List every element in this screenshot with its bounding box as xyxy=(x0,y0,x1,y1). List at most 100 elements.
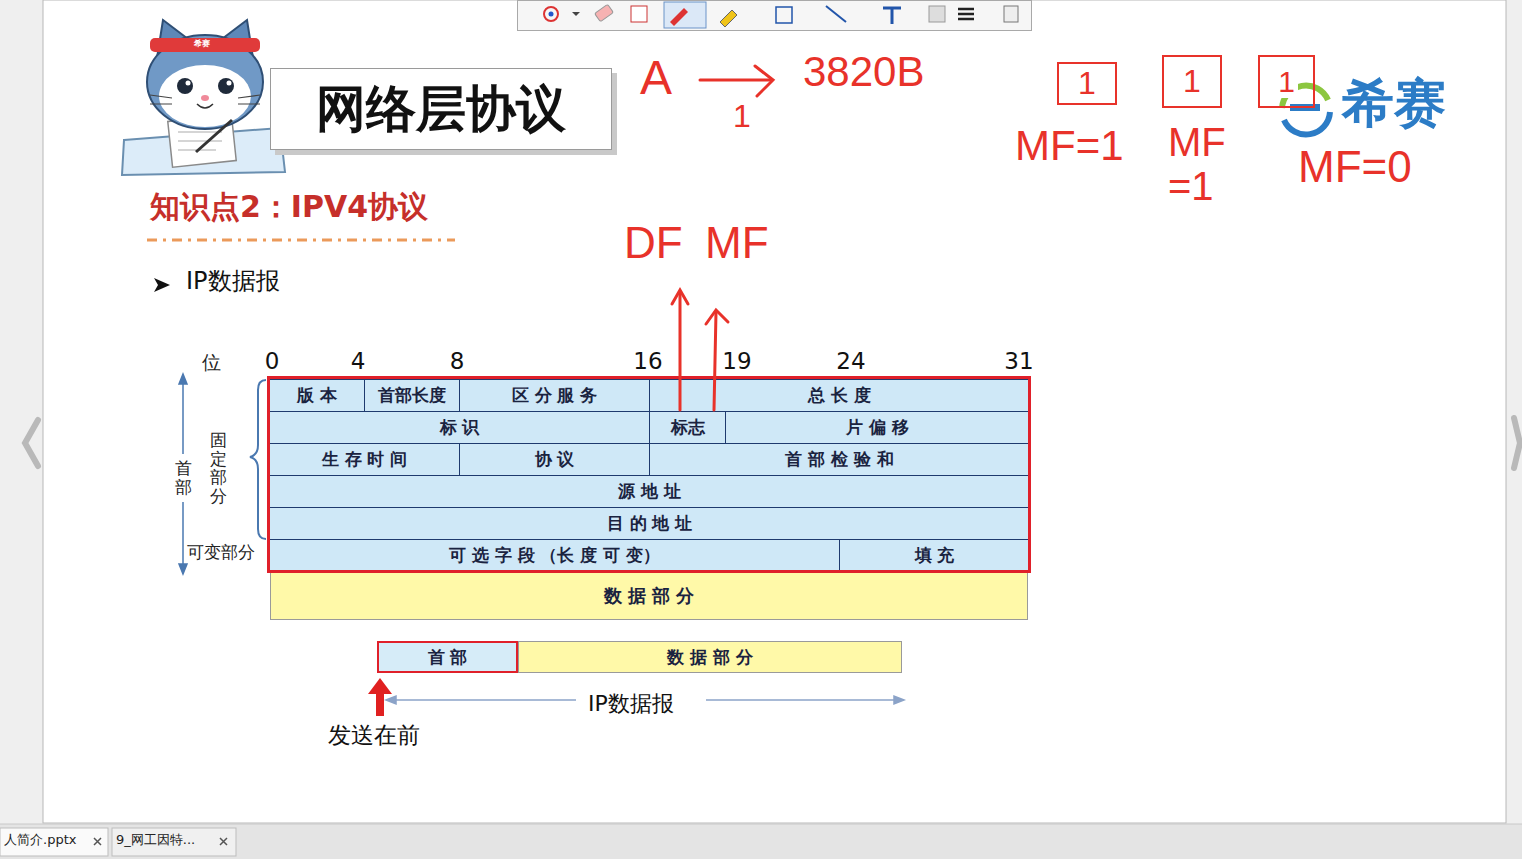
mascot-cat-part xyxy=(197,104,213,108)
toolbar-part xyxy=(631,6,647,22)
toolbar-part xyxy=(826,6,846,22)
toolbar xyxy=(518,1,1032,31)
header-field: 总 长 度 xyxy=(649,379,1030,412)
handwritten-arrow-part xyxy=(672,290,688,304)
bullet-arrow-part xyxy=(154,278,170,292)
handwritten-note: DF xyxy=(624,218,683,269)
bit-position: 31 xyxy=(989,348,1049,374)
section-label: 可变部分 xyxy=(187,543,255,563)
fragment-number: 1 xyxy=(1078,66,1096,101)
bit-position: 0 xyxy=(242,348,302,374)
mascot-cat-part xyxy=(196,120,232,152)
handwritten-note: MF=1 xyxy=(1015,122,1124,170)
handwritten-note: 1 xyxy=(733,98,751,135)
slide-frame-part xyxy=(43,0,1506,823)
section-label: 首部 xyxy=(175,459,192,496)
note-label: 发送在前 xyxy=(328,722,420,748)
block-text: 数 据 部 分 xyxy=(667,648,753,667)
header-field: 片 偏 移 xyxy=(725,411,1030,444)
toolbar-part xyxy=(595,4,614,21)
header-outline-part xyxy=(269,378,1030,572)
block-text: 数 据 部 分 xyxy=(604,586,695,606)
field-name: 首 部 检 验 和 xyxy=(785,450,894,469)
field-name: 片 偏 移 xyxy=(846,418,909,437)
header-field: 标 识 xyxy=(269,411,650,444)
field-name: 生 存 时 间 xyxy=(322,450,408,469)
block-text: 首 部 xyxy=(428,648,468,667)
mascot-cat-part xyxy=(186,81,191,86)
mascot-cat xyxy=(122,20,285,175)
curly-brace-part xyxy=(250,380,266,539)
badge-text: 希赛 xyxy=(194,39,210,48)
field-name: 填 充 xyxy=(915,546,955,565)
header-field: 填 充 xyxy=(839,539,1030,572)
title-text: 网络层协议 xyxy=(316,82,566,137)
mascot-cat-part xyxy=(150,95,260,104)
caption-label: IP数据报 xyxy=(588,691,674,716)
field-name: 区 分 服 务 xyxy=(512,386,598,405)
handwritten-arrow-part xyxy=(679,292,682,410)
heading-underline-part xyxy=(147,239,455,242)
handwritten-arrow-part xyxy=(755,66,773,96)
header-field: 源 地 址 xyxy=(269,475,1030,508)
header-outline xyxy=(269,378,1030,572)
header-field: 目 的 地 址 xyxy=(269,507,1030,540)
field-name: 首部长度 xyxy=(378,386,446,405)
tab-title: 人简介.pptx xyxy=(4,833,76,848)
handwritten-arrow-part xyxy=(706,310,728,324)
bit-position: 19 xyxy=(707,348,767,374)
bit-axis-label: 位 xyxy=(194,352,228,374)
logo-text: 希赛 xyxy=(1342,74,1446,134)
mascot-cat-part xyxy=(227,81,232,86)
mascot-cat-part xyxy=(147,35,263,129)
bullet-arrow xyxy=(154,278,170,292)
header-field: 可 选 字 段 （长 度 可 变） xyxy=(269,539,840,572)
data-block: 数 据 部 分 xyxy=(270,571,1028,620)
fragment-box: 1 xyxy=(1162,55,1222,108)
header-block: 首 部 xyxy=(377,641,518,673)
handwritten-arrow-part xyxy=(714,312,716,410)
toolbar-part xyxy=(958,9,974,19)
fragment-box: 1 xyxy=(1057,62,1117,105)
bit-position: 8 xyxy=(427,348,487,374)
tab-strip-part xyxy=(112,828,236,856)
header-field: 生 存 时 间 xyxy=(269,443,460,476)
slide-frame-part xyxy=(0,824,1522,825)
tab-title: 9_网工因特... xyxy=(116,833,195,848)
header-span-arrow-part xyxy=(182,382,184,454)
section-label: 固定部分 xyxy=(210,431,227,506)
handwritten-note: A xyxy=(640,50,672,105)
header-field: 标志 xyxy=(649,411,726,444)
bit-position: 24 xyxy=(821,348,881,374)
toolbar-part xyxy=(544,7,558,21)
header-span-arrow-part xyxy=(182,502,184,566)
toolbar-part xyxy=(572,12,580,16)
tab-strip-part xyxy=(94,838,101,845)
send-first-arrow xyxy=(368,678,392,716)
datagram-span-arrow-part xyxy=(706,699,898,701)
field-name: 总 长 度 xyxy=(808,386,871,405)
data-block: 数 据 部 分 xyxy=(518,641,902,673)
mascot-cat-part xyxy=(201,95,209,101)
toolbar-part xyxy=(883,8,901,24)
tab-strip-part xyxy=(0,828,108,856)
toolbar-part xyxy=(929,6,945,22)
toolbar-part xyxy=(670,8,688,26)
nav-arrow-part xyxy=(1514,418,1520,468)
mascot-cat-part xyxy=(177,78,193,94)
tab-strip-part xyxy=(220,838,227,845)
send-first-arrow-part xyxy=(368,678,392,716)
toolbar-part xyxy=(664,2,706,28)
toolbar-part xyxy=(776,7,792,23)
field-name: 目 的 地 址 xyxy=(607,514,693,533)
field-name: 标 识 xyxy=(440,418,480,437)
header-field: 版 本 xyxy=(269,379,365,412)
handwritten-note: MF xyxy=(705,218,769,269)
header-span-arrow-part xyxy=(179,374,187,384)
tab-strip xyxy=(0,828,236,856)
handwritten-note: 3820B xyxy=(803,48,924,96)
nav-arrow-part xyxy=(25,420,38,466)
mascot-cat-part xyxy=(150,38,260,52)
